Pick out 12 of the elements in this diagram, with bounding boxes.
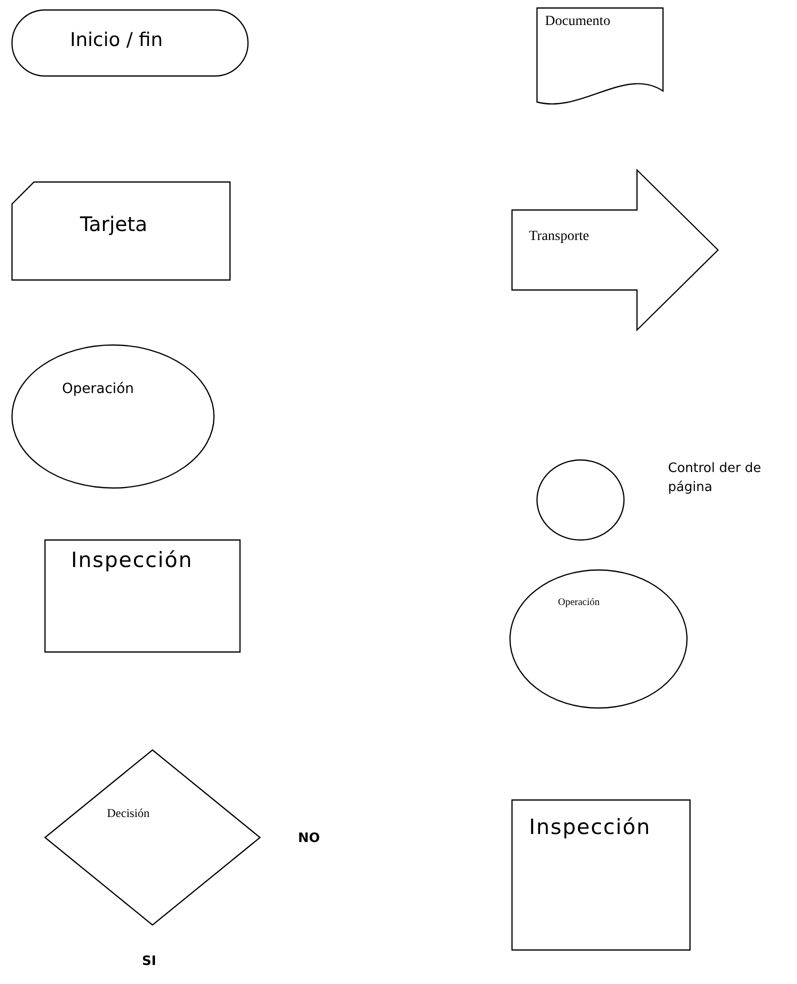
node-label: Inspección (71, 548, 193, 572)
side-label: Control der de página (668, 460, 762, 497)
side-label: NO (298, 830, 321, 848)
node-label: Inspección (529, 815, 651, 839)
node-label: Operación (62, 381, 134, 397)
node-label: Tarjeta (80, 212, 148, 236)
node-label: Operación (558, 597, 600, 608)
node-label: Decisión (107, 806, 150, 821)
node-label: Transporte (529, 229, 590, 245)
node-label: Inicio / fin (70, 29, 163, 51)
node-label: Documento (545, 14, 610, 30)
side-label: SI (142, 953, 158, 971)
